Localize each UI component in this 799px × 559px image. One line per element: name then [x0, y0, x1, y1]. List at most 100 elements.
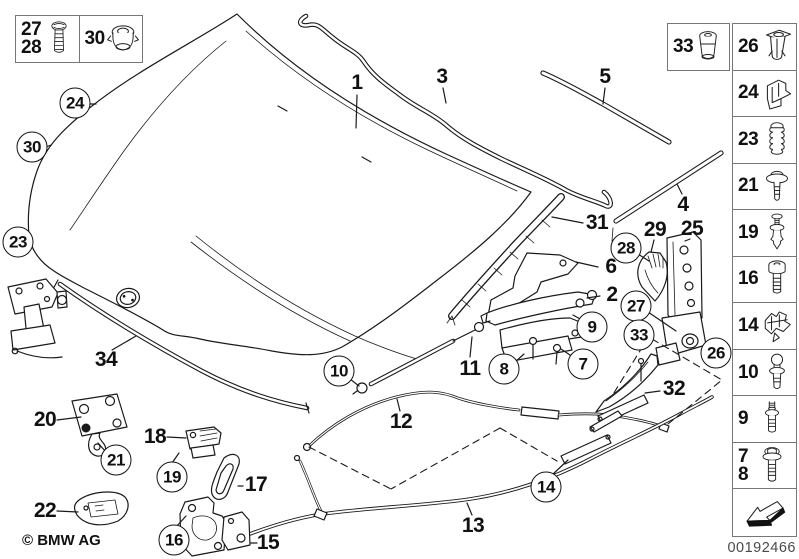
callout-33[interactable]: 33: [623, 319, 655, 351]
callout-9[interactable]: 9: [576, 311, 608, 343]
callout-4[interactable]: 4: [677, 193, 689, 216]
parts-box-24[interactable]: 24: [733, 70, 796, 118]
callout-20[interactable]: 20: [33, 408, 57, 431]
rear-seal-strip-3[interactable]: [298, 13, 613, 209]
document-number: 00192466: [727, 540, 796, 556]
parts-box-number: 21: [738, 175, 759, 197]
rubber-buffer-icon: [693, 28, 723, 66]
callout-23[interactable]: 23: [2, 226, 34, 258]
callout-16[interactable]: 16: [158, 524, 190, 556]
cable-bracket-18[interactable]: [185, 426, 222, 459]
parts-box-33[interactable]: 33: [668, 24, 725, 70]
stud-bolt-icon: [748, 399, 795, 439]
retainer-clip-icon: [758, 74, 795, 112]
parts-box-10[interactable]: 10: [733, 349, 796, 397]
leader-lines: [27, 87, 691, 544]
cable-end-piece[interactable]: [589, 410, 623, 433]
callout-7[interactable]: 7: [567, 348, 599, 380]
parts-box-number: 24: [738, 82, 759, 104]
callout-28[interactable]: 28: [610, 232, 642, 264]
parts-box-number: 23: [738, 128, 759, 150]
grommet-nut-icon: [105, 20, 141, 58]
callout-18[interactable]: 18: [143, 425, 167, 448]
left-hinge-assembly[interactable]: [7, 278, 68, 359]
parts-box-9[interactable]: 9: [733, 396, 796, 443]
legend-box-33: 33: [667, 23, 730, 71]
callout-32[interactable]: 32: [662, 377, 686, 400]
callout-12[interactable]: 12: [389, 410, 413, 433]
callout-24[interactable]: 24: [59, 87, 91, 119]
expanding-rivet-icon: [758, 213, 795, 253]
callout-17[interactable]: 17: [244, 473, 268, 496]
callout-22[interactable]: 22: [33, 499, 57, 522]
callout-29[interactable]: 29: [643, 218, 667, 241]
parts-box-number: 26: [738, 35, 759, 57]
callout-19[interactable]: 19: [156, 461, 188, 493]
hood-panel[interactable]: [27, 13, 532, 361]
side-channel-seal-31[interactable]: [446, 193, 565, 326]
parts-box-number: 14: [738, 315, 759, 337]
support-bracket-32[interactable]: [595, 353, 659, 413]
parts-box-number: 9: [738, 408, 749, 430]
callout-14[interactable]: 14: [530, 471, 562, 503]
callout-10[interactable]: 10: [323, 355, 355, 387]
callout-34[interactable]: 34: [94, 348, 118, 371]
callout-5[interactable]: 5: [599, 65, 611, 88]
washer-screw-icon: [758, 167, 795, 205]
flange-screw-icon: [748, 445, 795, 487]
parts-box-23[interactable]: 23: [733, 117, 796, 164]
callout-15[interactable]: 15: [256, 531, 280, 554]
gas-strut[interactable]: [352, 321, 485, 395]
cheese-head-screw-icon: [758, 259, 795, 299]
copyright-text: © BMW AG: [22, 532, 101, 549]
ball-pin-icon: [758, 353, 795, 393]
parts-box-16[interactable]: 16: [733, 256, 796, 304]
callout-21[interactable]: 21: [100, 444, 132, 476]
callout-2[interactable]: 2: [606, 283, 618, 306]
lock-cover-22[interactable]: [73, 491, 129, 526]
callout-8[interactable]: 8: [488, 353, 520, 385]
parts-box-number: 30: [84, 27, 106, 49]
parts-box-number: 10: [738, 361, 759, 383]
countersunk-screw-icon: [41, 19, 77, 59]
latch-bracket-group[interactable]: [480, 252, 598, 365]
callout-26[interactable]: 26: [700, 337, 732, 369]
cable-holder-icon: [758, 306, 795, 346]
right-hinge-25[interactable]: [655, 231, 707, 366]
parts-box-21[interactable]: 21: [733, 163, 796, 211]
striker-loop-17[interactable]: [210, 453, 240, 500]
parts-box-number: 19: [738, 221, 759, 243]
callout-3[interactable]: 3: [436, 65, 448, 88]
direction-arrow-icon: [734, 495, 795, 531]
hood-lock-15-16[interactable]: [179, 496, 251, 557]
parts-box-arrow[interactable]: [733, 489, 796, 536]
seal-strip-4[interactable]: [611, 150, 724, 242]
callout-25[interactable]: 25: [680, 217, 704, 240]
parts-box-14[interactable]: 14: [733, 303, 796, 350]
callout-13[interactable]: 13: [461, 514, 485, 537]
callout-6[interactable]: 6: [605, 255, 617, 278]
parts-box-number: 33: [673, 35, 694, 57]
callout-11[interactable]: 11: [459, 357, 481, 380]
expanding-nut-icon: [758, 27, 795, 67]
dashed-reference-lines: [308, 338, 723, 490]
parts-box-number: 16: [738, 268, 759, 290]
hinge-bracket-20[interactable]: [71, 393, 128, 457]
parts-box-19[interactable]: 19: [733, 210, 796, 257]
callout-27[interactable]: 27: [620, 290, 652, 322]
rubber-plug-icon: [758, 120, 795, 160]
parts-box-26[interactable]: 26: [733, 24, 796, 71]
parts-box-30[interactable]: 30: [79, 16, 142, 62]
callout-1[interactable]: 1: [351, 71, 363, 94]
callout-30[interactable]: 30: [16, 131, 48, 163]
bmw-roundel-badge[interactable]: [115, 286, 141, 309]
release-cable-12[interactable]: [302, 390, 670, 452]
callout-31[interactable]: 31: [585, 211, 609, 234]
